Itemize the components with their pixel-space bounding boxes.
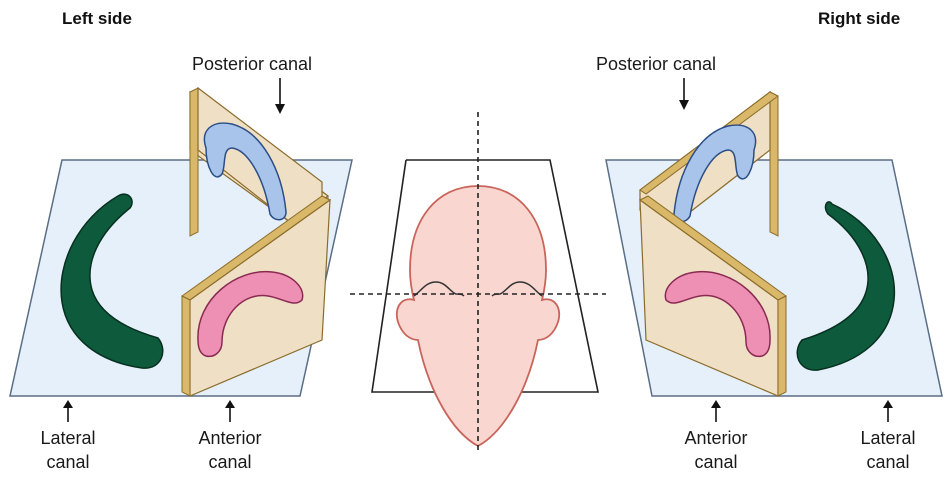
posterior-canal-label-right: Posterior canal xyxy=(596,54,716,74)
lateral-canal-label-left-line1: Lateral xyxy=(40,428,95,448)
left-posterior-arrowhead xyxy=(275,104,285,114)
right-posterior-panel-edge xyxy=(770,92,778,236)
right-anterior-arrowhead xyxy=(711,400,721,408)
left-anterior-panel-edge xyxy=(182,296,190,396)
anterior-canal-label-left-line2: canal xyxy=(208,452,251,472)
right-side-label: Right side xyxy=(818,9,900,28)
left-anterior-arrowhead xyxy=(225,400,235,408)
anterior-canal-label-left-line1: Anterior xyxy=(198,428,261,448)
left-side-label: Left side xyxy=(62,9,132,28)
right-anterior-panel-edge xyxy=(778,296,786,396)
right-posterior-arrowhead xyxy=(679,100,689,110)
lateral-canal-label-right-line2: canal xyxy=(866,452,909,472)
anterior-canal-label-right-line1: Anterior xyxy=(684,428,747,448)
left-posterior-panel-side xyxy=(190,88,198,236)
right-ear-group xyxy=(606,78,942,422)
left-lateral-arrowhead xyxy=(63,400,73,408)
lateral-canal-label-right-line1: Lateral xyxy=(860,428,915,448)
left-ear-group xyxy=(10,78,352,422)
right-lateral-arrowhead xyxy=(883,400,893,408)
anterior-canal-label-right-line2: canal xyxy=(694,452,737,472)
head-group xyxy=(350,112,606,452)
posterior-canal-label-left: Posterior canal xyxy=(192,54,312,74)
lateral-canal-label-left-line2: canal xyxy=(46,452,89,472)
